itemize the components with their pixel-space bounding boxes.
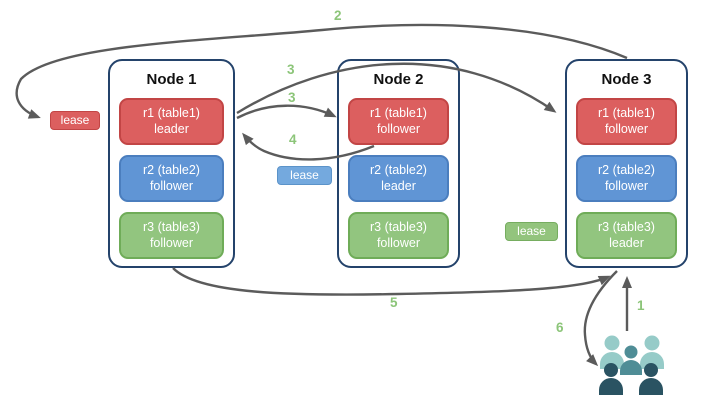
step-label-4: 4: [289, 132, 297, 147]
lease-tag-table2: lease: [277, 166, 332, 185]
arrow-step3-leader-to-node2: [236, 104, 337, 120]
replica-name: r2 (table2): [598, 162, 655, 177]
replica-name: r1 (table1): [370, 105, 427, 120]
replica-role: leader: [381, 178, 416, 193]
node-1-replica-r1: r1 (table1) leader: [119, 98, 224, 145]
replica-role: follower: [149, 178, 194, 193]
person-front-left: [599, 363, 623, 395]
replica-name: r3 (table3): [370, 219, 427, 234]
step-label-1: 1: [637, 298, 645, 313]
node-2-replica-r2: r2 (table2) leader: [348, 155, 449, 202]
person-middle: [620, 345, 642, 375]
replica-role: follower: [604, 121, 649, 136]
node-3-replica-r1: r1 (table1) follower: [576, 98, 677, 145]
node-2-replica-r1: r1 (table1) follower: [348, 98, 449, 145]
step-label-5: 5: [390, 295, 398, 310]
replica-role: follower: [149, 235, 194, 250]
person-back-right: [640, 335, 664, 369]
replica-role: leader: [609, 235, 644, 250]
lease-tag-table1: lease: [50, 111, 100, 130]
replica-role: follower: [376, 121, 421, 136]
node-1-title: Node 1: [146, 71, 197, 88]
step-label-3b: 3: [288, 90, 296, 105]
arrow-step6-node3-to-clients: [583, 270, 618, 367]
person-back-left: [600, 335, 624, 369]
step-label-3a: 3: [287, 62, 295, 77]
replica-role: follower: [376, 235, 421, 250]
step-label-6: 6: [556, 320, 564, 335]
step-label-2: 2: [334, 8, 342, 23]
node-3-replica-r2: r2 (table2) follower: [576, 155, 677, 202]
node-3-title: Node 3: [601, 71, 652, 88]
arrow-step5-node1-to-node3: [172, 267, 611, 296]
node-1-replica-r2: r2 (table2) follower: [119, 155, 224, 202]
node-1-replica-r3: r3 (table3) follower: [119, 212, 224, 259]
lease-tag-table3: lease: [505, 222, 558, 241]
node-1: Node 1 r1 (table1) leader r2 (table2) fo…: [108, 59, 235, 268]
node-2-title: Node 2: [373, 71, 424, 88]
replica-role: leader: [154, 121, 189, 136]
replica-role: follower: [604, 178, 649, 193]
node-2-replica-r3: r3 (table3) follower: [348, 212, 449, 259]
node-3: Node 3 r1 (table1) follower r2 (table2) …: [565, 59, 688, 268]
clients-people-group-icon: [599, 335, 664, 395]
replica-name: r1 (table1): [143, 105, 200, 120]
node-3-replica-r3: r3 (table3) leader: [576, 212, 677, 259]
person-front-right: [639, 363, 663, 395]
replica-name: r1 (table1): [598, 105, 655, 120]
node-2: Node 2 r1 (table1) follower r2 (table2) …: [337, 59, 460, 268]
replica-name: r2 (table2): [143, 162, 200, 177]
replica-name: r3 (table3): [143, 219, 200, 234]
replica-name: r3 (table3): [598, 219, 655, 234]
replica-name: r2 (table2): [370, 162, 427, 177]
